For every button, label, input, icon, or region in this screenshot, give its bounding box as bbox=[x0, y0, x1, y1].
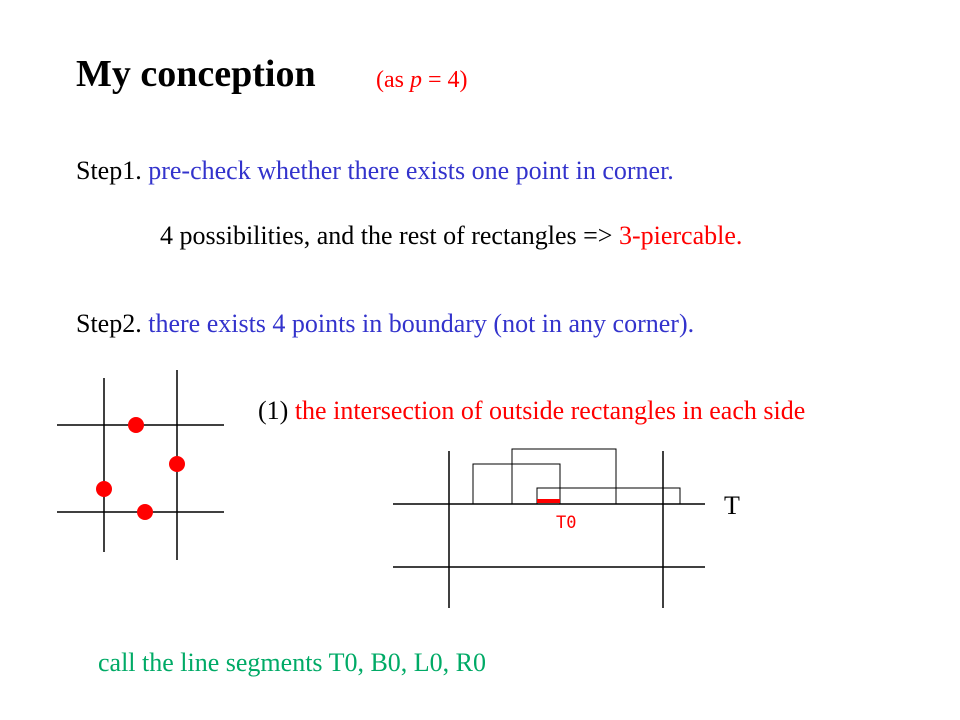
step2-label: Step2. bbox=[76, 309, 142, 338]
slide-title: My conception bbox=[76, 53, 316, 95]
step2-text: there exists 4 points in boundary (not i… bbox=[148, 309, 695, 338]
boundary-point-bottom bbox=[137, 504, 153, 520]
corner-grid-diagram bbox=[57, 370, 224, 560]
step1-detail-line: 4 possibilities, and the rest of rectang… bbox=[160, 223, 742, 249]
side-intersection-diagram bbox=[393, 448, 705, 608]
subtitle-prefix: (as bbox=[376, 67, 410, 93]
subtitle-variable: p bbox=[409, 67, 422, 93]
side-label-t: T bbox=[724, 491, 740, 520]
outside-rectangle-2 bbox=[511, 448, 617, 505]
step1-text: pre-check whether there exists one point… bbox=[148, 156, 674, 185]
step1-label: Step1. bbox=[76, 156, 142, 185]
subtitle-suffix: = 4) bbox=[421, 67, 468, 93]
step2-line: Step2. there exists 4 points in boundary… bbox=[76, 311, 694, 337]
case1-text: the intersection of outside rectangles i… bbox=[294, 396, 806, 425]
slide-subtitle: (as p = 4) bbox=[376, 68, 468, 92]
segment-label-t0: T0 bbox=[556, 513, 577, 533]
outside-rectangle-1 bbox=[472, 463, 561, 505]
case1-label: (1) bbox=[258, 396, 289, 425]
case1-line: (1) the intersection of outside rectangl… bbox=[258, 398, 805, 424]
step1-detail-text: 4 possibilities, and the rest of rectang… bbox=[160, 221, 613, 250]
step1-line: Step1. pre-check whether there exists on… bbox=[76, 158, 674, 184]
footer-text: call the line segments T0, B0, L0, R0 bbox=[98, 648, 487, 677]
step1-detail-highlight: 3-piercable. bbox=[618, 221, 743, 250]
boundary-point-left bbox=[96, 481, 112, 497]
boundary-point-top bbox=[128, 417, 144, 433]
outside-rectangle-3 bbox=[536, 487, 681, 505]
boundary-point-right bbox=[169, 456, 185, 472]
